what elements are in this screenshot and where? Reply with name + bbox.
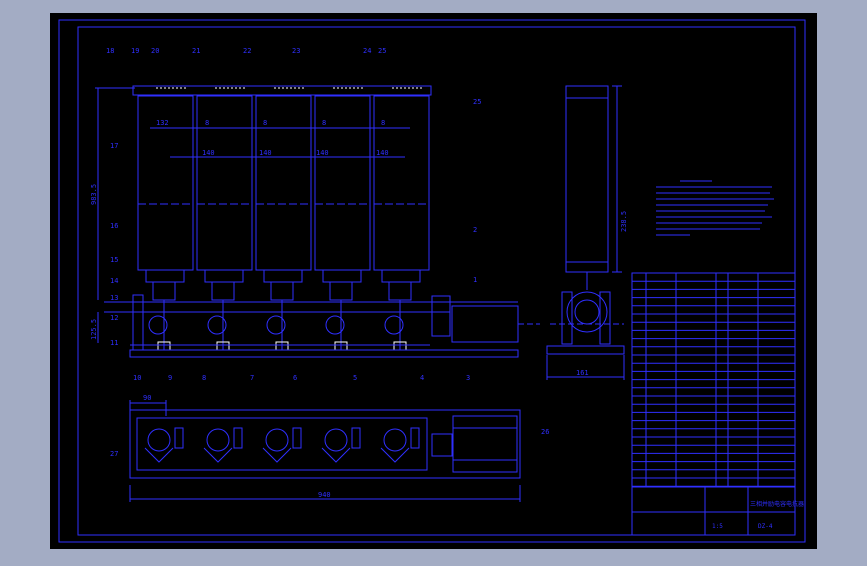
callout-left-11: 11 [110, 339, 118, 347]
callout-left-17: 17 [110, 142, 118, 150]
callout-plan: 26 [541, 428, 549, 436]
plan-coupling-icon [265, 428, 289, 452]
coupling-icon [148, 315, 168, 335]
title-block-scale: 1:5 [712, 523, 723, 530]
callout-top-23: 23 [292, 47, 300, 55]
title-block-drawing-no: DZ-4 [758, 523, 773, 530]
coupling-icon [207, 315, 227, 335]
callout-left-12: 12 [110, 314, 118, 322]
coupling-icon [266, 315, 286, 335]
plan-coupling-icon [324, 428, 348, 452]
callout-left-15: 15 [110, 256, 118, 264]
dim-side-height: 238.5 [620, 211, 628, 232]
callout-bottom-10: 10 [133, 374, 141, 382]
dim-pitch-2: 140 [316, 149, 329, 157]
plan-block [233, 427, 243, 449]
dim-pitch-3: 140 [376, 149, 389, 157]
technical-notes [656, 180, 774, 236]
dim-plan-length: 940 [318, 491, 331, 499]
plan-coupling-icon [147, 428, 171, 452]
dim-plan-offset: 90 [143, 394, 151, 402]
side-view [546, 85, 625, 380]
callout-top-21: 21 [192, 47, 200, 55]
callout-bottom-4: 4 [420, 374, 424, 382]
callout-plan-left: 27 [110, 450, 118, 458]
plan-block [410, 427, 420, 449]
plan-block [174, 427, 184, 449]
title-block-name: 三相并励电容电抗器 [750, 500, 804, 508]
callout-bottom-3: 3 [466, 374, 470, 382]
plan-bracket [262, 447, 292, 463]
dim-gap-2: 8 [322, 119, 326, 127]
plan-bracket [380, 447, 410, 463]
dim-gap-0: 8 [205, 119, 209, 127]
dim-pitch-first: 132 [156, 119, 169, 127]
callout-left-16: 16 [110, 222, 118, 230]
plan-bracket [203, 447, 233, 463]
callout-bottom-5: 5 [353, 374, 357, 382]
parts-list [631, 272, 796, 536]
dim-gap-1: 8 [263, 119, 267, 127]
plan-coupling-icon [383, 428, 407, 452]
dim-shaft-height: 125.5 [90, 319, 98, 340]
callout-top-22: 22 [243, 47, 251, 55]
plan-block [292, 427, 302, 449]
dim-overall-height: 983.5 [90, 184, 98, 205]
callout-left-13: 13 [110, 294, 118, 302]
callout-top-25: 25 [378, 47, 386, 55]
callout-top-18: 18 [106, 47, 114, 55]
front-elevation [95, 85, 540, 358]
callout-top-19: 19 [131, 47, 139, 55]
dim-side-width: 161 [576, 369, 589, 377]
coupling-icon [384, 315, 404, 335]
callout-left-14: 14 [110, 277, 118, 285]
callout-bottom-9: 9 [168, 374, 172, 382]
coupling-icon [325, 315, 345, 335]
plan-bracket [321, 447, 351, 463]
callout-bottom-8: 8 [202, 374, 206, 382]
callout-bottom-6: 6 [293, 374, 297, 382]
plan-coupling-icon [206, 428, 230, 452]
plan-view [129, 400, 521, 502]
dim-gap-3: 8 [381, 119, 385, 127]
callout-top-24: 24 [363, 47, 371, 55]
dim-pitch-1: 140 [259, 149, 272, 157]
callout-bottom-7: 7 [250, 374, 254, 382]
callout-top-20: 20 [151, 47, 159, 55]
outer-frame [58, 19, 806, 543]
callout-right-2: 2 [473, 226, 477, 234]
callout-right-25: 25 [473, 98, 481, 106]
plan-block [351, 427, 361, 449]
plan-bracket [144, 447, 174, 463]
dim-pitch-0: 140 [202, 149, 215, 157]
callout-right-1: 1 [473, 276, 477, 284]
